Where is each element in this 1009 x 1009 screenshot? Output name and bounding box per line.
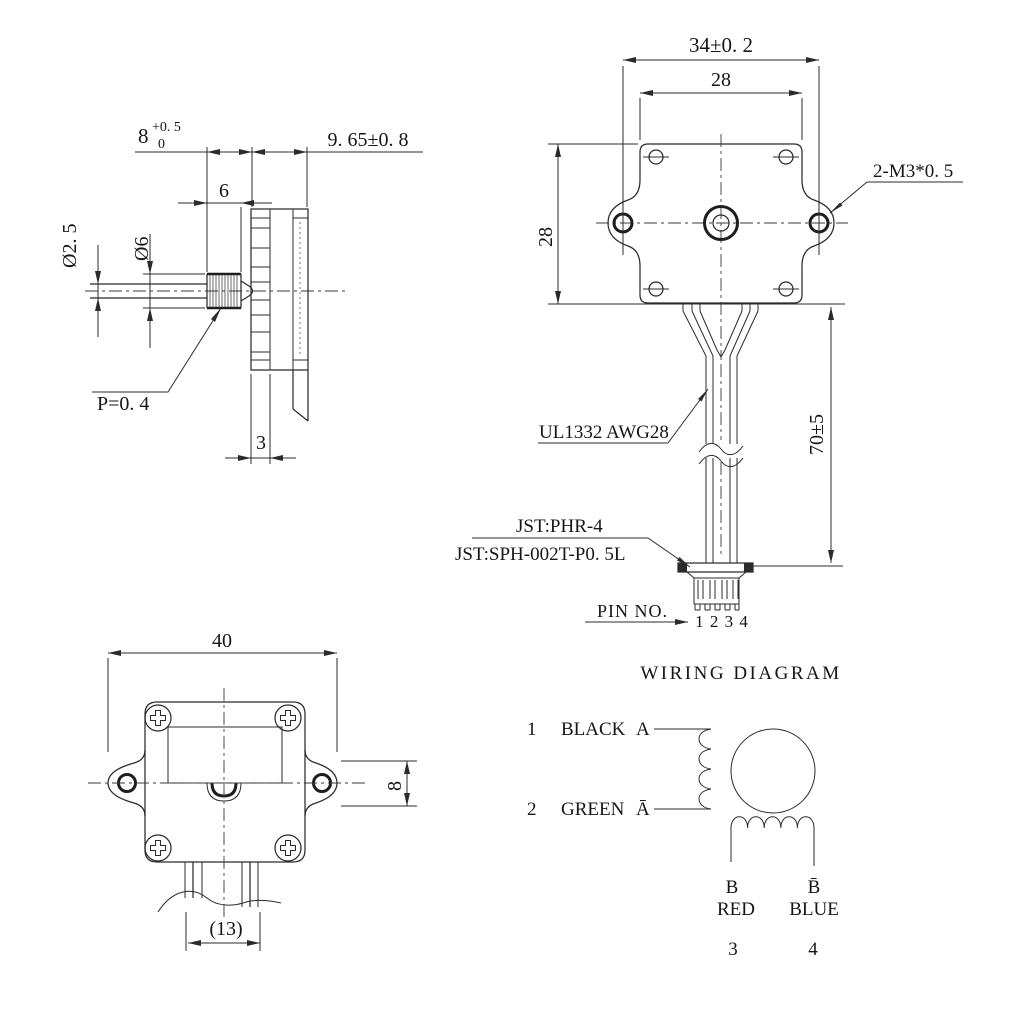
label-thread-value: 2-M3*0. 5 bbox=[873, 161, 953, 182]
dim-wire-spacing: (13) bbox=[185, 912, 261, 951]
pin-numbers: 1 2 3 4 bbox=[695, 612, 749, 631]
pin2-row: 2 GREEN Ā bbox=[527, 799, 711, 820]
dim-mount-span-value: 34±0. 2 bbox=[689, 33, 753, 57]
pin2-number: 2 bbox=[527, 799, 537, 820]
dim-mount-span: 34±0. 2 bbox=[622, 33, 820, 255]
rear-wires bbox=[157, 862, 282, 913]
pin3-phase: B bbox=[726, 877, 739, 898]
pin3-column: B RED 3 bbox=[717, 877, 755, 960]
dim-shaft-protrusion-value: 8 bbox=[138, 124, 149, 148]
coil-a bbox=[698, 728, 712, 810]
wire-bundle bbox=[698, 356, 745, 563]
connector bbox=[677, 562, 754, 611]
dim-overall-width-value: 40 bbox=[212, 630, 232, 652]
pin4-color: BLUE bbox=[789, 899, 839, 920]
dim-plate-thickness-value: 3 bbox=[256, 432, 266, 454]
rear-window bbox=[167, 726, 283, 784]
pin2-phase: Ā bbox=[636, 799, 650, 820]
dim-shaft-diameter: Ø2. 5 bbox=[59, 224, 101, 337]
pin1-number: 1 bbox=[527, 719, 537, 740]
dim-wire-spacing-value: (13) bbox=[209, 918, 242, 940]
dim-plate-thickness: 3 bbox=[225, 374, 296, 464]
rotor-circle bbox=[730, 728, 816, 814]
rear-view: 40 8 (13) bbox=[88, 630, 417, 951]
dim-shaft-protrusion: 8 +0. 5 0 9. 65±0. 8 bbox=[135, 120, 423, 272]
label-thread: 2-M3*0. 5 bbox=[829, 161, 963, 214]
dim-width: 28 bbox=[639, 69, 803, 140]
wire-stubs bbox=[682, 303, 759, 358]
dim-width-value: 28 bbox=[711, 69, 731, 91]
dim-worm-diameter-value: Ø6 bbox=[131, 237, 153, 261]
wire-tab-side bbox=[292, 370, 309, 422]
output-shaft bbox=[90, 283, 207, 299]
pin3-color: RED bbox=[717, 899, 755, 920]
dim-tol-lower: 0 bbox=[158, 137, 165, 152]
motor-outline-front bbox=[607, 143, 835, 304]
pin4-number: 4 bbox=[808, 939, 818, 960]
dim-height: 28 bbox=[535, 143, 845, 305]
label-pin-no: PIN NO. bbox=[597, 601, 668, 621]
pin1-color: BLACK bbox=[561, 719, 626, 740]
dim-cable-length: 70±5 bbox=[753, 307, 843, 567]
pin4-column: B̄ BLUE 4 bbox=[789, 877, 839, 960]
dim-cable-length-value: 70±5 bbox=[806, 414, 828, 455]
dim-ear-height-value: 8 bbox=[384, 781, 406, 791]
pin3-number: 3 bbox=[728, 939, 738, 960]
cable-break-symbol bbox=[698, 442, 744, 468]
label-wire-spec-value: UL1332 AWG28 bbox=[539, 422, 669, 443]
phillips-screws bbox=[144, 704, 302, 862]
wire-break-wave bbox=[157, 890, 282, 913]
label-pitch-value: P=0. 4 bbox=[97, 393, 149, 415]
dim-height-value: 28 bbox=[535, 227, 557, 247]
label-connector-terminal: JST:SPH-002T-P0. 5L bbox=[455, 544, 625, 565]
pin4-phase: B̄ bbox=[808, 877, 821, 898]
wiring-diagram: WIRING DIAGRAM 1 BLACK A 2 GREEN Ā B RED… bbox=[527, 663, 841, 960]
shaft-hub bbox=[703, 205, 739, 241]
front-view: 34±0. 2 28 28 2-M3*0. 5 bbox=[535, 33, 963, 360]
dim-worm-length: 6 bbox=[178, 180, 272, 272]
pin1-phase: A bbox=[636, 719, 650, 740]
label-wire-spec: UL1332 AWG28 bbox=[538, 388, 709, 444]
label-connector-spec: JST:PHR-4 JST:SPH-002T-P0. 5L bbox=[455, 516, 691, 568]
coil-b-legs bbox=[730, 828, 815, 866]
pin-number-callout: PIN NO. 1 2 3 4 bbox=[585, 601, 749, 631]
label-pitch: P=0. 4 bbox=[92, 307, 222, 415]
dim-worm-length-value: 6 bbox=[219, 180, 229, 202]
side-view: 8 +0. 5 0 9. 65±0. 8 6 Ø2. 5 Ø6 bbox=[59, 120, 423, 464]
dim-ear-height: 8 bbox=[341, 760, 417, 807]
cable-assembly: UL1332 AWG28 JST:PHR-4 JST:SPH-002T-P0. … bbox=[455, 303, 843, 631]
corner-holes bbox=[643, 149, 799, 297]
pin1-row: 1 BLACK A bbox=[527, 719, 711, 740]
pin2-color: GREEN bbox=[561, 799, 625, 820]
coil-b bbox=[730, 816, 815, 829]
wiring-title: WIRING DIAGRAM bbox=[640, 663, 841, 684]
dim-tol-upper: +0. 5 bbox=[152, 120, 181, 135]
dim-overall-width: 40 bbox=[107, 630, 338, 752]
worm-gear bbox=[206, 272, 254, 310]
dim-shaft-diameter-value: Ø2. 5 bbox=[59, 224, 81, 268]
dim-body-depth-value: 9. 65±0. 8 bbox=[328, 129, 409, 151]
motor-body-side bbox=[250, 208, 309, 371]
label-connector-housing: JST:PHR-4 bbox=[516, 516, 603, 537]
motor-outline-rear bbox=[144, 701, 306, 863]
dim-worm-diameter: Ø6 bbox=[131, 234, 205, 348]
